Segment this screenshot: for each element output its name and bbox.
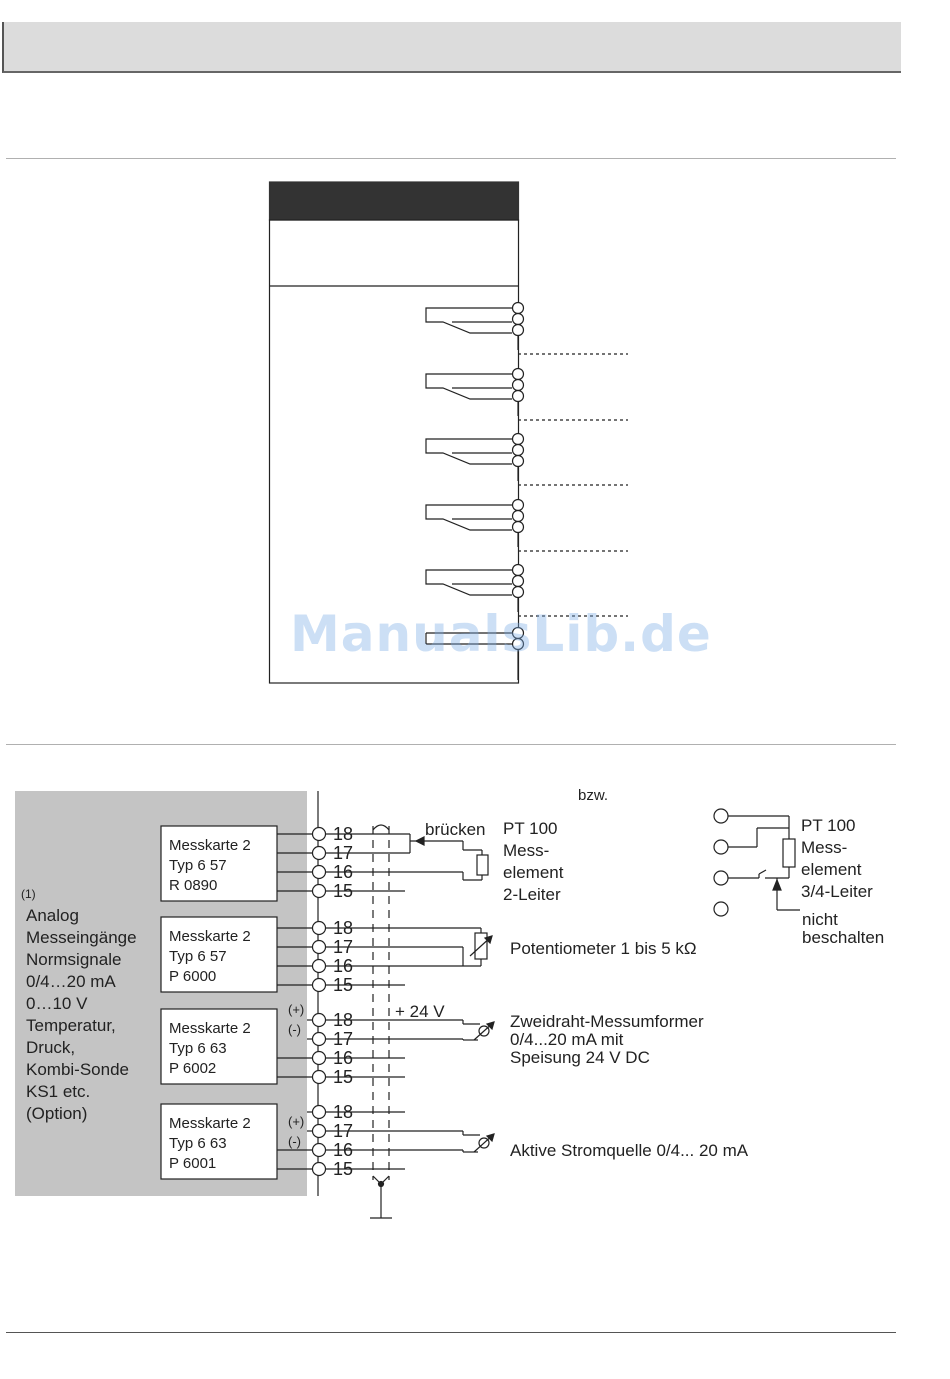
relay-block-header xyxy=(268,181,520,221)
card-type: Typ 6 57 xyxy=(169,948,227,965)
svg-text:3/4-Leiter: 3/4-Leiter xyxy=(801,882,873,901)
relay-contact-3 xyxy=(425,432,628,486)
svg-text:(+): (+) xyxy=(288,1002,304,1017)
side-line-6: Temperatur, xyxy=(26,1016,116,1035)
side-line-9: KS1 etc. xyxy=(26,1082,90,1101)
pt100-2wire-label: PT 100 Mess- element 2-Leiter xyxy=(503,819,564,904)
zweidraht-label: Zweidraht-Messumformer 0/4...20 mA mit S… xyxy=(510,1012,704,1067)
svg-text:(+): (+) xyxy=(288,1114,304,1129)
card-code: P 6001 xyxy=(169,1155,216,1172)
terminal xyxy=(311,1012,327,1028)
terminal xyxy=(311,920,327,936)
card-type: Typ 6 63 xyxy=(169,1040,227,1057)
bzw-label: bzw. xyxy=(578,787,608,804)
svg-text:PT 100: PT 100 xyxy=(503,819,558,838)
card-box xyxy=(160,825,278,902)
side-line-5: 0…10 V xyxy=(26,994,88,1013)
card-box xyxy=(160,1008,278,1085)
card-code: P 6000 xyxy=(169,968,216,985)
svg-text:(-): (-) xyxy=(288,1134,301,1149)
card-name: Messkarte 2 xyxy=(169,1115,251,1132)
plus24-label: + 24 V xyxy=(395,1002,445,1021)
terminal xyxy=(311,826,327,842)
relay-block xyxy=(268,181,628,684)
terminal xyxy=(311,977,327,993)
side-line-3: Normsignale xyxy=(26,950,121,969)
relay-contact-2 xyxy=(425,367,628,421)
divider-bottom xyxy=(6,1332,896,1333)
pt100-4wire-circuit xyxy=(713,808,800,917)
card-box xyxy=(160,916,278,993)
relay-contact-6 xyxy=(425,626,525,680)
side-line-7: Druck, xyxy=(26,1038,75,1057)
bridge-label: brücken xyxy=(425,820,485,839)
side-line-8: Kombi-Sonde xyxy=(26,1060,129,1079)
relay-contact-4 xyxy=(425,498,628,552)
svg-text:2-Leiter: 2-Leiter xyxy=(503,885,561,904)
terminal xyxy=(311,1069,327,1085)
polarity-labels: (+) (-) (+) (-) xyxy=(288,1002,304,1149)
svg-text:beschalten: beschalten xyxy=(802,928,884,947)
terminal xyxy=(311,864,327,880)
terminal xyxy=(311,1031,327,1047)
card-type: Typ 6 57 xyxy=(169,857,227,874)
svg-text:Zweidraht-Messumformer: Zweidraht-Messumformer xyxy=(510,1012,704,1031)
svg-text:Mess-: Mess- xyxy=(801,838,847,857)
svg-text:element: element xyxy=(503,863,564,882)
terminal xyxy=(311,845,327,861)
side-line-4: 0/4…20 mA xyxy=(26,972,116,991)
card-code: P 6002 xyxy=(169,1060,216,1077)
card-type: Typ 6 63 xyxy=(169,1135,227,1152)
svg-text:0/4...20 mA mit: 0/4...20 mA mit xyxy=(510,1030,624,1049)
pt100-4wire-label: PT 100 Mess- element 3/4-Leiter xyxy=(801,816,873,901)
header-bar xyxy=(2,22,901,73)
divider-middle xyxy=(6,744,896,745)
side-line-10: (Option) xyxy=(26,1104,87,1123)
side-line-1: Analog xyxy=(26,906,79,925)
relay-contact-5 xyxy=(425,563,628,617)
svg-text:PT 100: PT 100 xyxy=(801,816,856,835)
zweidraht-circuit xyxy=(326,1019,495,1078)
card-box xyxy=(160,1103,278,1180)
svg-text:Mess-: Mess- xyxy=(503,841,549,860)
side-line-2: Messeingänge xyxy=(26,928,137,947)
side-panel-text: Analog Messeingänge Normsignale 0/4…20 m… xyxy=(26,906,137,1123)
aktive-label: Aktive Stromquelle 0/4... 20 mA xyxy=(510,1141,749,1160)
watermark: ManualsLib.de xyxy=(290,605,712,663)
pt100-2wire-circuit xyxy=(326,833,489,892)
terminal xyxy=(311,958,327,974)
shield-lines xyxy=(370,824,392,1219)
terminal xyxy=(311,1142,327,1158)
footnote-marker: (1) xyxy=(21,887,36,901)
relay-contact-1 xyxy=(425,301,628,355)
svg-text:(-): (-) xyxy=(288,1022,301,1037)
nicht-beschalten-label: nicht beschalten xyxy=(802,910,884,947)
svg-text:element: element xyxy=(801,860,862,879)
card-code: R 0890 xyxy=(169,877,217,894)
card-name: Messkarte 2 xyxy=(169,928,251,945)
svg-text:nicht: nicht xyxy=(802,910,838,929)
terminal xyxy=(311,1161,327,1177)
card-name: Messkarte 2 xyxy=(169,837,251,854)
potentiometer-circuit xyxy=(326,927,493,986)
aktive-circuit xyxy=(326,1111,495,1170)
svg-text:Speisung 24 V DC: Speisung 24 V DC xyxy=(510,1048,650,1067)
terminal xyxy=(311,883,327,899)
potentiometer-label: Potentiometer 1 bis 5 kΩ xyxy=(510,939,697,958)
divider-top xyxy=(6,158,896,159)
terminal xyxy=(311,1123,327,1139)
terminal xyxy=(311,1104,327,1120)
terminal xyxy=(311,939,327,955)
card-name: Messkarte 2 xyxy=(169,1020,251,1037)
terminal xyxy=(311,1050,327,1066)
